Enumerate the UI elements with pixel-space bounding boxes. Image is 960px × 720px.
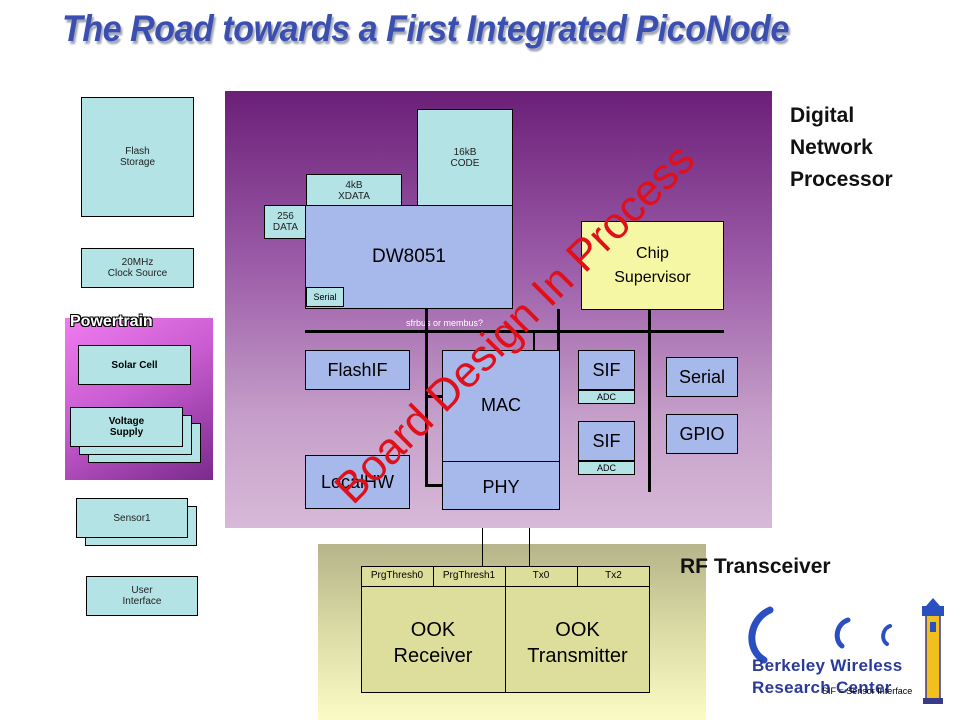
flashif-block: FlashIF [305,350,410,390]
mac-phy-block [442,350,560,510]
rf-reg-div-1 [433,566,434,586]
phy-to-rf-line-1 [482,528,483,566]
prg-thresh-1-register: PrgThresh1 [442,570,496,581]
ook-transmitter-label: OOK Transmitter [527,619,628,667]
sif-footnote: SIF = Sensor Interface [822,686,913,696]
xdata-memory-block: 4kB XDATA [306,174,402,207]
phy-label: PHY [482,477,520,497]
localhw-block: LocalHW [305,455,410,509]
bus-drop-right [648,309,651,492]
voltage-supply-block: Voltage Supply [70,407,183,447]
sif-1-block: SIF [578,350,635,390]
bus-to-mac-2 [425,484,443,487]
dw8051-label: DW8051 [372,246,446,267]
solar-cell-block: Solar Cell [78,345,191,385]
gpio-block: GPIO [666,414,738,454]
ook-receiver-label: OOK Receiver [393,619,473,667]
clock-source-block: 20MHz Clock Source [81,248,194,288]
data-memory-block: 256 DATA [264,205,307,239]
bus-label: sfrbus or membus? [406,318,484,328]
sif-2-block: SIF [578,421,635,461]
logo-line-2: Research Center [752,678,892,697]
tx2-register: Tx2 [605,570,622,581]
logo-arcs-icon [748,598,944,704]
bus-to-mac-1 [425,395,443,398]
prg-thresh-0-register: PrgThresh0 [370,570,424,581]
phy-to-rf-line-2 [529,528,530,566]
mac-phy-divider [442,461,560,462]
system-bus [305,330,724,333]
cpu-serial-port: Serial [306,287,344,307]
rf-reg-div-2 [577,566,578,586]
mac-label: MAC [481,395,521,415]
sensor-block: Sensor1 [76,498,188,538]
flash-storage-block: Flash Storage [81,97,194,217]
bus-to-mac-top [533,330,535,350]
adc-1-block: ADC [578,390,635,404]
serial-block: Serial [666,357,738,397]
chip-supervisor-block: Chip Supervisor [581,221,724,310]
page-title: The Road towards a First Integrated Pico… [62,8,789,49]
rf-transceiver-label: RF Transceiver [680,555,831,578]
digital-network-processor-label: Digital Network Processor [790,104,893,191]
tx0-register: Tx0 [532,570,550,581]
bus-drop-left [425,309,428,487]
powertrain-label: Powertrain [70,313,153,330]
adc-2-block: ADC [578,461,635,475]
rf-center-divider [505,566,506,693]
bwrc-logo: Berkeley Wireless Research Center [740,598,960,713]
user-interface-block: User Interface [86,576,198,616]
code-memory-block: 16kB CODE [417,109,513,207]
dw8051-cpu-block: DW8051 [305,205,513,309]
logo-line-1: Berkeley Wireless [752,656,903,675]
